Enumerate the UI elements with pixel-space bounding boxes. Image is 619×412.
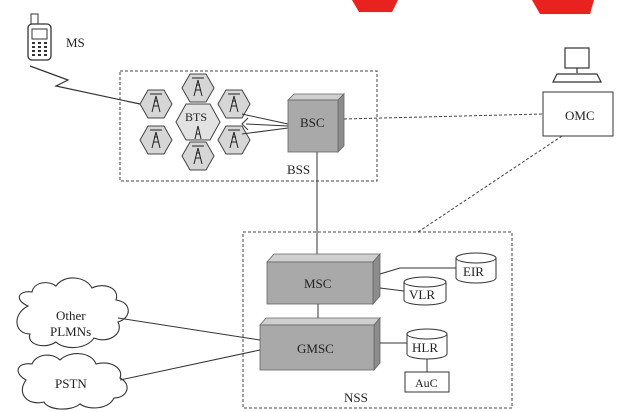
antenna-tower-icon (150, 129, 162, 149)
antenna-tower-icon (194, 125, 202, 140)
antenna-tower-icon (192, 145, 204, 165)
bss-label: BSS (287, 162, 310, 177)
bsc-label: BSC (300, 115, 325, 130)
red-tab-right (532, 0, 594, 14)
nss-region (242, 231, 513, 409)
msc-box (266, 252, 381, 306)
omc-box (542, 91, 614, 137)
hlr-database (406, 328, 448, 360)
other-plmns-label-line1: Other (56, 308, 86, 323)
omc-nss-link (417, 135, 563, 233)
bts-label: BTS (185, 110, 207, 124)
msc-vlr-link (379, 287, 405, 292)
antenna-tower-icon (150, 93, 162, 113)
msc-label: MSC (304, 276, 331, 291)
pstn-gmsc-link (119, 349, 261, 381)
msc-eir-link (379, 267, 456, 275)
plmns-gmsc-link (117, 317, 261, 341)
pstn-cloud (17, 353, 128, 410)
ms-label: MS (66, 35, 85, 50)
other-plmns-label-line2: PLMNs (50, 324, 91, 339)
bts-hex-cluster (139, 73, 251, 171)
vlr-label: VLR (409, 287, 435, 302)
bts-bsc-links (241, 113, 289, 135)
gmsc-label: GMSC (297, 341, 334, 356)
radio-link (29, 65, 141, 105)
auc-label: AuC (415, 376, 438, 390)
gmsc-box (259, 316, 381, 372)
eir-label: EIR (463, 264, 484, 279)
hex-cell (217, 125, 251, 155)
bsc-box (287, 93, 345, 153)
pstn-label: PSTN (55, 376, 87, 391)
phone-icon (27, 13, 52, 61)
antenna-tower-icon (192, 77, 204, 97)
vlr-database (403, 276, 447, 306)
omc-label: OMC (565, 108, 595, 123)
hlr-label: HLR (412, 340, 438, 355)
hex-cell (181, 141, 215, 171)
bss-region (119, 70, 378, 182)
antenna-icons (150, 77, 240, 165)
auc-box (404, 371, 450, 393)
omc-bsc-link (343, 113, 544, 120)
hex-cell (139, 89, 173, 119)
hex-cell (217, 89, 251, 119)
hex-cell (181, 73, 215, 103)
computer-icon (552, 47, 602, 83)
other-plmns-cloud (16, 277, 129, 349)
hex-cell (139, 125, 173, 155)
nss-label: NSS (344, 390, 368, 405)
hex-cell-center (175, 103, 221, 141)
red-tab-left (352, 0, 398, 12)
eir-database (455, 252, 497, 284)
antenna-tower-icon (228, 129, 240, 149)
antenna-tower-icon (228, 93, 240, 113)
